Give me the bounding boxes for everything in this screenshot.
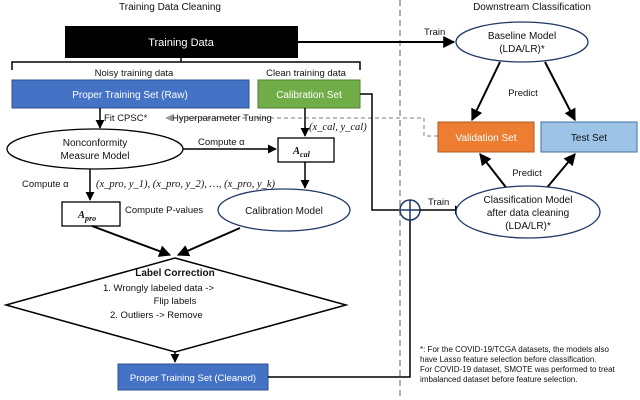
cleaned-to-junction-line xyxy=(268,220,411,378)
classif-label-1: Classification Model xyxy=(484,195,573,206)
predict-bottom-label: Predict xyxy=(512,168,542,179)
nonconformity-label-1: Nonconformity xyxy=(63,138,127,149)
baseline-to-validation-arrow xyxy=(471,61,501,122)
train-bottom-label: Train xyxy=(428,197,449,208)
compute-p-values-label: Compute P-values xyxy=(125,205,203,216)
classif-to-test-arrow xyxy=(544,153,576,191)
label-correction-title: Label Correction xyxy=(135,268,214,279)
training-data-box xyxy=(65,26,298,58)
baseline-label-2: (LDA/LR)* xyxy=(499,44,545,55)
calmodel-to-label-correction-arrow xyxy=(176,227,241,257)
classification-model-ellipse xyxy=(455,185,601,239)
left-section-title: Training Data Cleaning xyxy=(119,2,221,13)
calibration-model-ellipse xyxy=(217,188,351,232)
baseline-to-test-arrow xyxy=(544,61,576,122)
calibration-to-junction-line xyxy=(360,93,399,211)
hyperparameter-tuning-arrow xyxy=(165,114,438,137)
proper-training-cleaned-label: Proper Training Set (Cleaned) xyxy=(130,373,256,384)
noisy-training-label: Noisy training data xyxy=(95,68,174,79)
training-data-label: Training Data xyxy=(148,37,215,49)
compute-alpha-right-label: Compute α xyxy=(198,137,245,148)
apro-to-label-correction-arrow xyxy=(91,225,172,257)
test-set-box xyxy=(540,121,638,153)
compute-alpha-left-label: Compute α xyxy=(22,179,69,190)
baseline-model-ellipse xyxy=(455,21,589,63)
split-bracket xyxy=(11,61,361,70)
hyperparameter-tuning-label: Hyperparameter Tuning xyxy=(172,113,272,124)
proper-training-raw-label: Proper Training Set (Raw) xyxy=(72,90,188,101)
calibration-set-label: Calibration Set xyxy=(276,90,342,101)
classif-to-validation-arrow xyxy=(479,153,509,191)
acal-label: Acal xyxy=(292,146,311,159)
pro-pairs-label: (x_pro, y_1), (x_pro, y_2), …, (x_pro, y… xyxy=(96,179,276,190)
clean-training-label: Clean training data xyxy=(266,68,346,79)
footnote-line-1: *: For the COVID-19/TCGA datasets, the m… xyxy=(420,345,610,354)
classif-label-2: after data cleaning xyxy=(487,208,569,219)
classif-label-3: (LDA/LR)* xyxy=(505,221,551,232)
footnote-line-4: imbalanced dataset before feature select… xyxy=(420,375,577,384)
footnote-line-3: For COVID-19 dataset, SMOTE was performe… xyxy=(420,365,616,374)
predict-top-label: Predict xyxy=(508,88,538,99)
validation-set-label: Validation Set xyxy=(456,133,517,144)
cal-pair-label: (x_cal, y_cal) xyxy=(309,122,367,133)
nonconformity-model-ellipse xyxy=(6,128,184,170)
train-top-label: Train xyxy=(424,27,445,38)
validation-set-box xyxy=(437,121,535,153)
baseline-label-1: Baseline Model xyxy=(488,31,556,42)
acal-box xyxy=(277,137,335,163)
footnote-line-2: have Lasso feature selection before clas… xyxy=(420,355,597,364)
proper-training-cleaned-box xyxy=(117,363,269,391)
test-set-label: Test Set xyxy=(571,133,607,144)
label-correction-item1b: Flip labels xyxy=(154,296,197,307)
calibration-model-label: Calibration Model xyxy=(245,206,323,217)
right-section-title: Downstream Classification xyxy=(473,2,591,13)
fit-cpsc-label: Fit CPSC* xyxy=(104,113,148,124)
label-correction-item2: 2. Outliers -> Remove xyxy=(110,310,203,321)
apro-box xyxy=(61,201,121,227)
apro-label: Apro xyxy=(77,210,96,223)
nonconformity-label-2: Measure Model xyxy=(61,151,130,162)
label-correction-item1a: 1. Wrongly labeled data -> xyxy=(103,283,214,294)
proper-training-raw-box xyxy=(11,79,250,109)
